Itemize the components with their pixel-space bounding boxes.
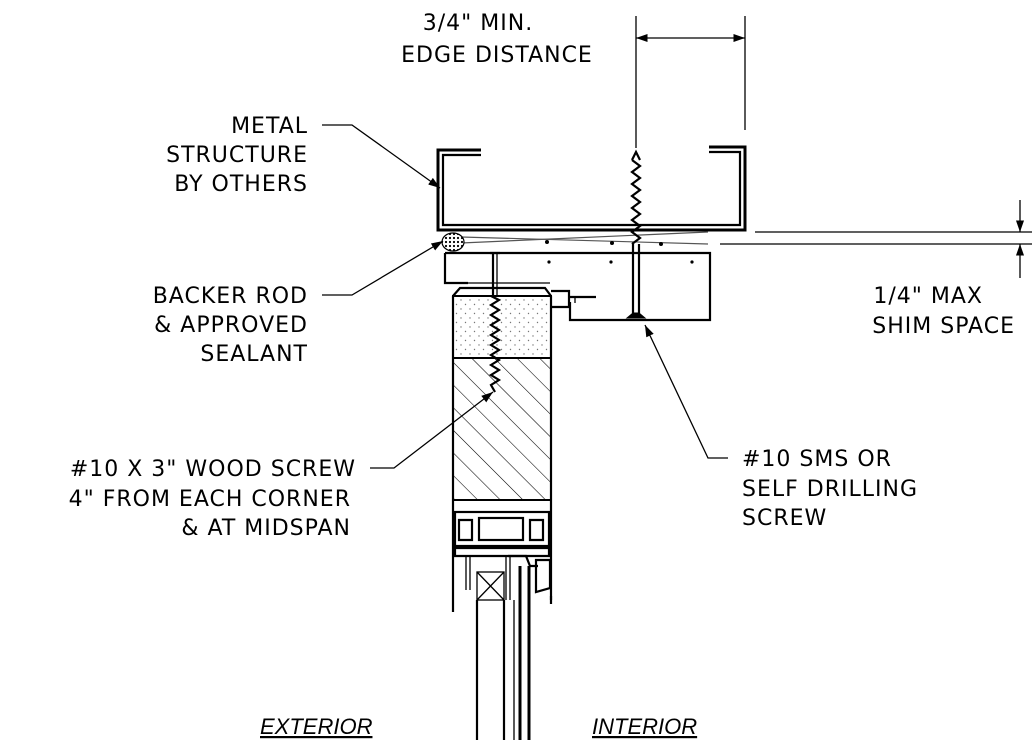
note-line: & AT MIDSPAN [181,516,351,541]
note-line: #10 SMS OR [742,447,892,472]
note-line: 1/4" MAX [873,284,983,309]
metal-structure [436,145,747,232]
note-backer-rod: BACKER ROD & APPROVED SEALANT [153,284,308,367]
note-line: SELF DRILLING [742,477,918,502]
note-wood-screw: #10 X 3" WOOD SCREW 4" FROM EACH CORNER … [69,457,356,541]
note-line: 4" FROM EACH CORNER [69,487,351,512]
note-shim-space: 1/4" MAX SHIM SPACE [872,284,1015,339]
note-line: BACKER ROD [153,284,308,309]
shim-space-dimension [720,200,1032,278]
note-line: BY OTHERS [174,172,308,197]
note-metal-structure: METAL STRUCTURE BY OTHERS [166,114,308,197]
note-line: SEALANT [200,342,308,367]
wood-screw [488,251,502,393]
self-drilling-screw [625,149,647,319]
note-sms-screw: #10 SMS OR SELF DRILLING SCREW [742,447,918,531]
backer-rod [441,232,465,252]
note-line: METAL [231,114,308,139]
note-line: EDGE DISTANCE [401,43,593,68]
interior-label: INTERIOR [592,714,697,739]
note-line: STRUCTURE [166,143,308,168]
note-edge-distance: 3/4" MIN. EDGE DISTANCE [401,11,593,68]
exterior-label: EXTERIOR [260,714,373,739]
edge-distance-dimension [635,16,746,148]
window-frame [451,286,596,740]
note-line: & APPROVED [154,313,308,338]
leader-lines [322,124,728,469]
note-line: SHIM SPACE [872,314,1015,339]
note-line: 3/4" MIN. [423,11,533,36]
note-line: #10 X 3" WOOD SCREW [70,457,356,482]
note-line: SCREW [742,506,827,531]
